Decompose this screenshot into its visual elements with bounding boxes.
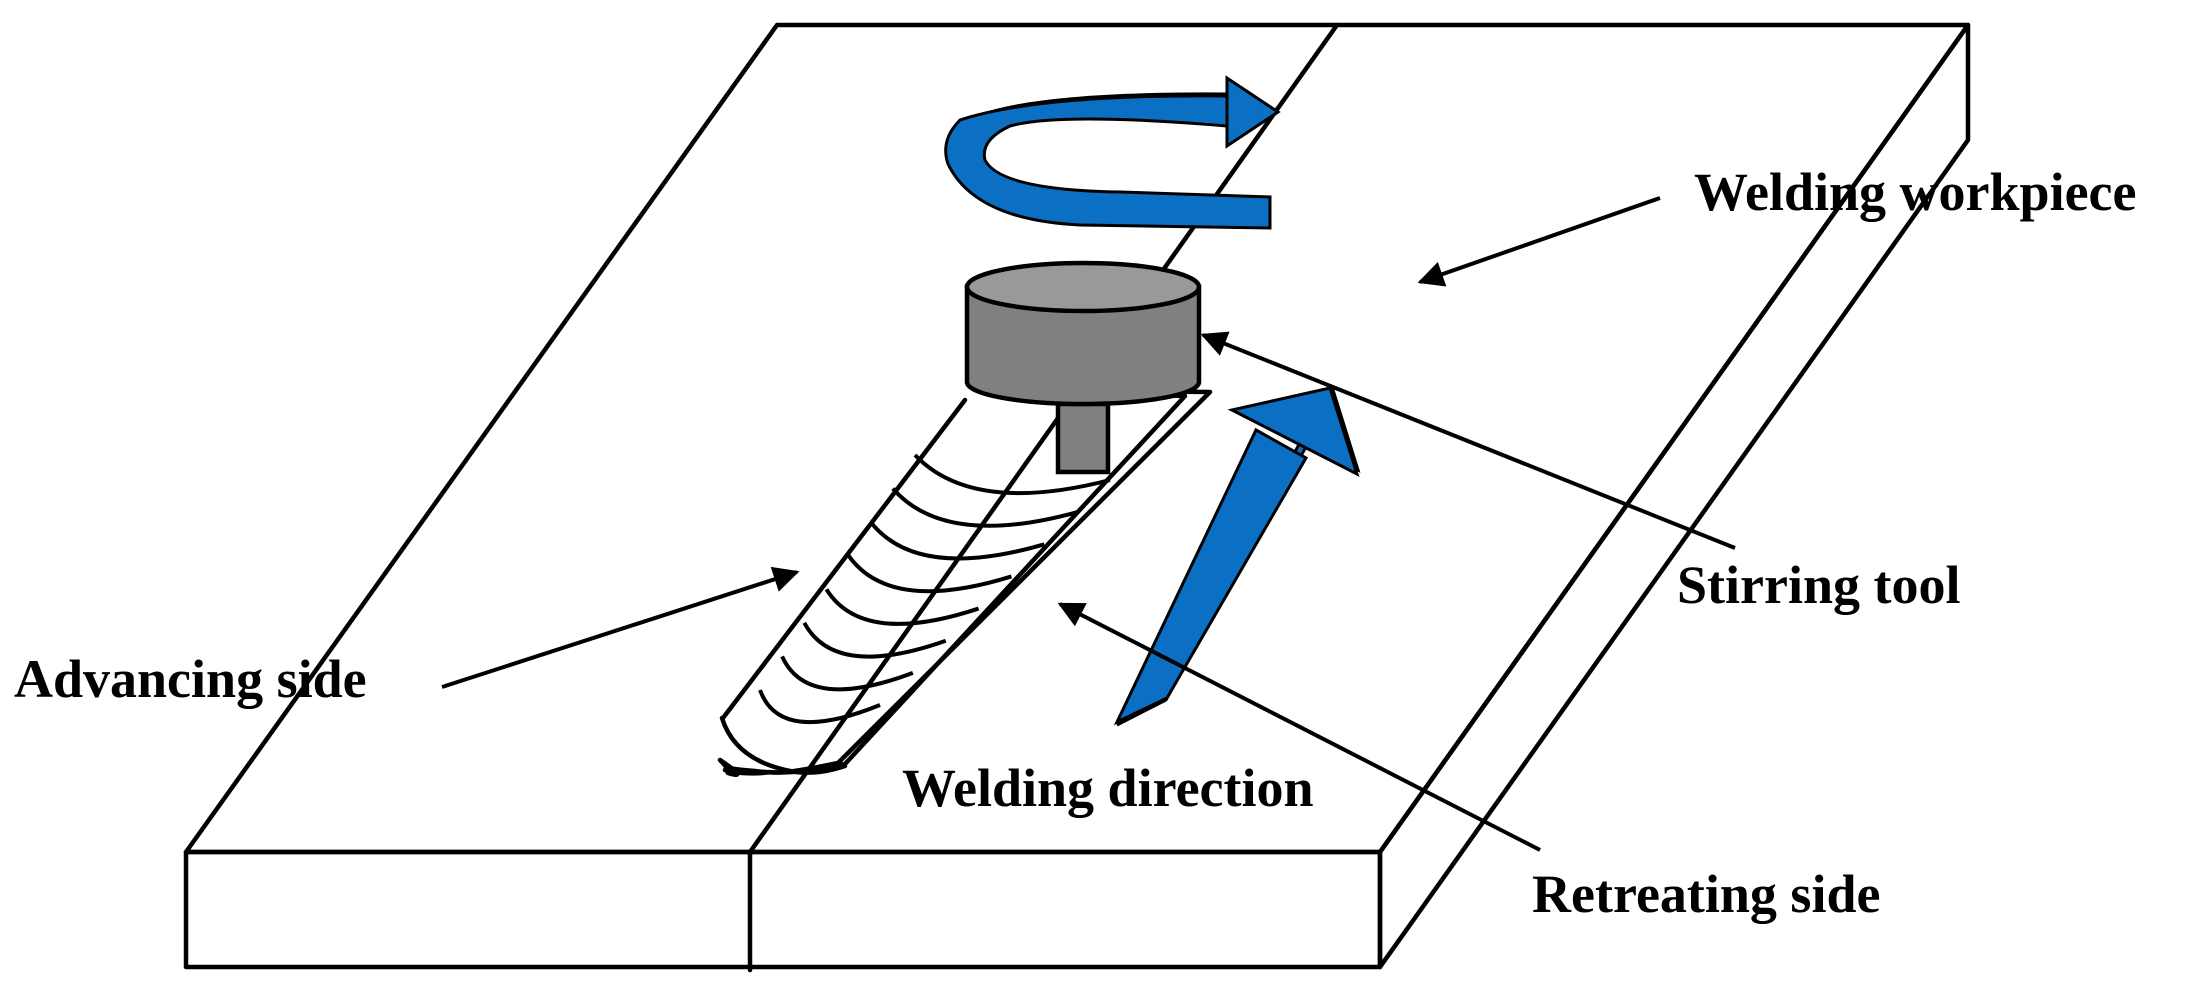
weld-ripple bbox=[758, 689, 881, 724]
stirring-tool-leader-arrow bbox=[1200, 331, 1736, 550]
rotation-arrow-head bbox=[1225, 75, 1281, 149]
weld-ripple bbox=[780, 655, 914, 692]
label-advancing-side: Advancing side bbox=[14, 649, 367, 709]
retreating-side-leader-arrow bbox=[1057, 602, 1541, 852]
advancing-side-leader-arrow bbox=[441, 566, 800, 689]
label-retreating-side: Retreating side bbox=[1532, 864, 1880, 924]
tool-shoulder-top bbox=[964, 260, 1202, 314]
workpiece-front-face bbox=[183, 849, 1383, 970]
welding-direction-arrow-icon bbox=[1113, 386, 1361, 727]
tool-shoulder-body bbox=[964, 284, 1202, 407]
tool-pin bbox=[1055, 401, 1111, 475]
weld-ripple bbox=[802, 621, 947, 659]
weld-seam bbox=[717, 387, 1213, 778]
welding-direction-arrow-head bbox=[1227, 386, 1360, 477]
weld-ripple bbox=[824, 588, 980, 626]
weld-joint-line bbox=[747, 22, 1340, 855]
label-stirring-tool: Stirring tool bbox=[1677, 555, 1960, 615]
weld-ripple bbox=[913, 453, 1111, 496]
weld-ripple bbox=[891, 487, 1078, 528]
rotation-arrow-icon bbox=[944, 75, 1281, 230]
welding-direction-arrow-shaft bbox=[1113, 427, 1309, 726]
weld-ripples bbox=[758, 453, 1111, 724]
label-welding-workpiece: Welding workpiece bbox=[1694, 162, 2137, 222]
label-welding-direction: Welding direction bbox=[902, 758, 1314, 818]
workpiece-leader-arrow bbox=[1417, 196, 1661, 287]
rotation-arrow-band bbox=[944, 94, 1272, 230]
workpiece-side-face bbox=[1377, 22, 1971, 970]
weld-ripple bbox=[869, 520, 1045, 561]
weld-ripple bbox=[846, 554, 1013, 594]
stirring-tool bbox=[964, 260, 1202, 475]
weld-seam-body bbox=[720, 387, 1188, 775]
leader-arrows bbox=[441, 196, 1736, 852]
weld-seam-end bbox=[719, 715, 848, 775]
